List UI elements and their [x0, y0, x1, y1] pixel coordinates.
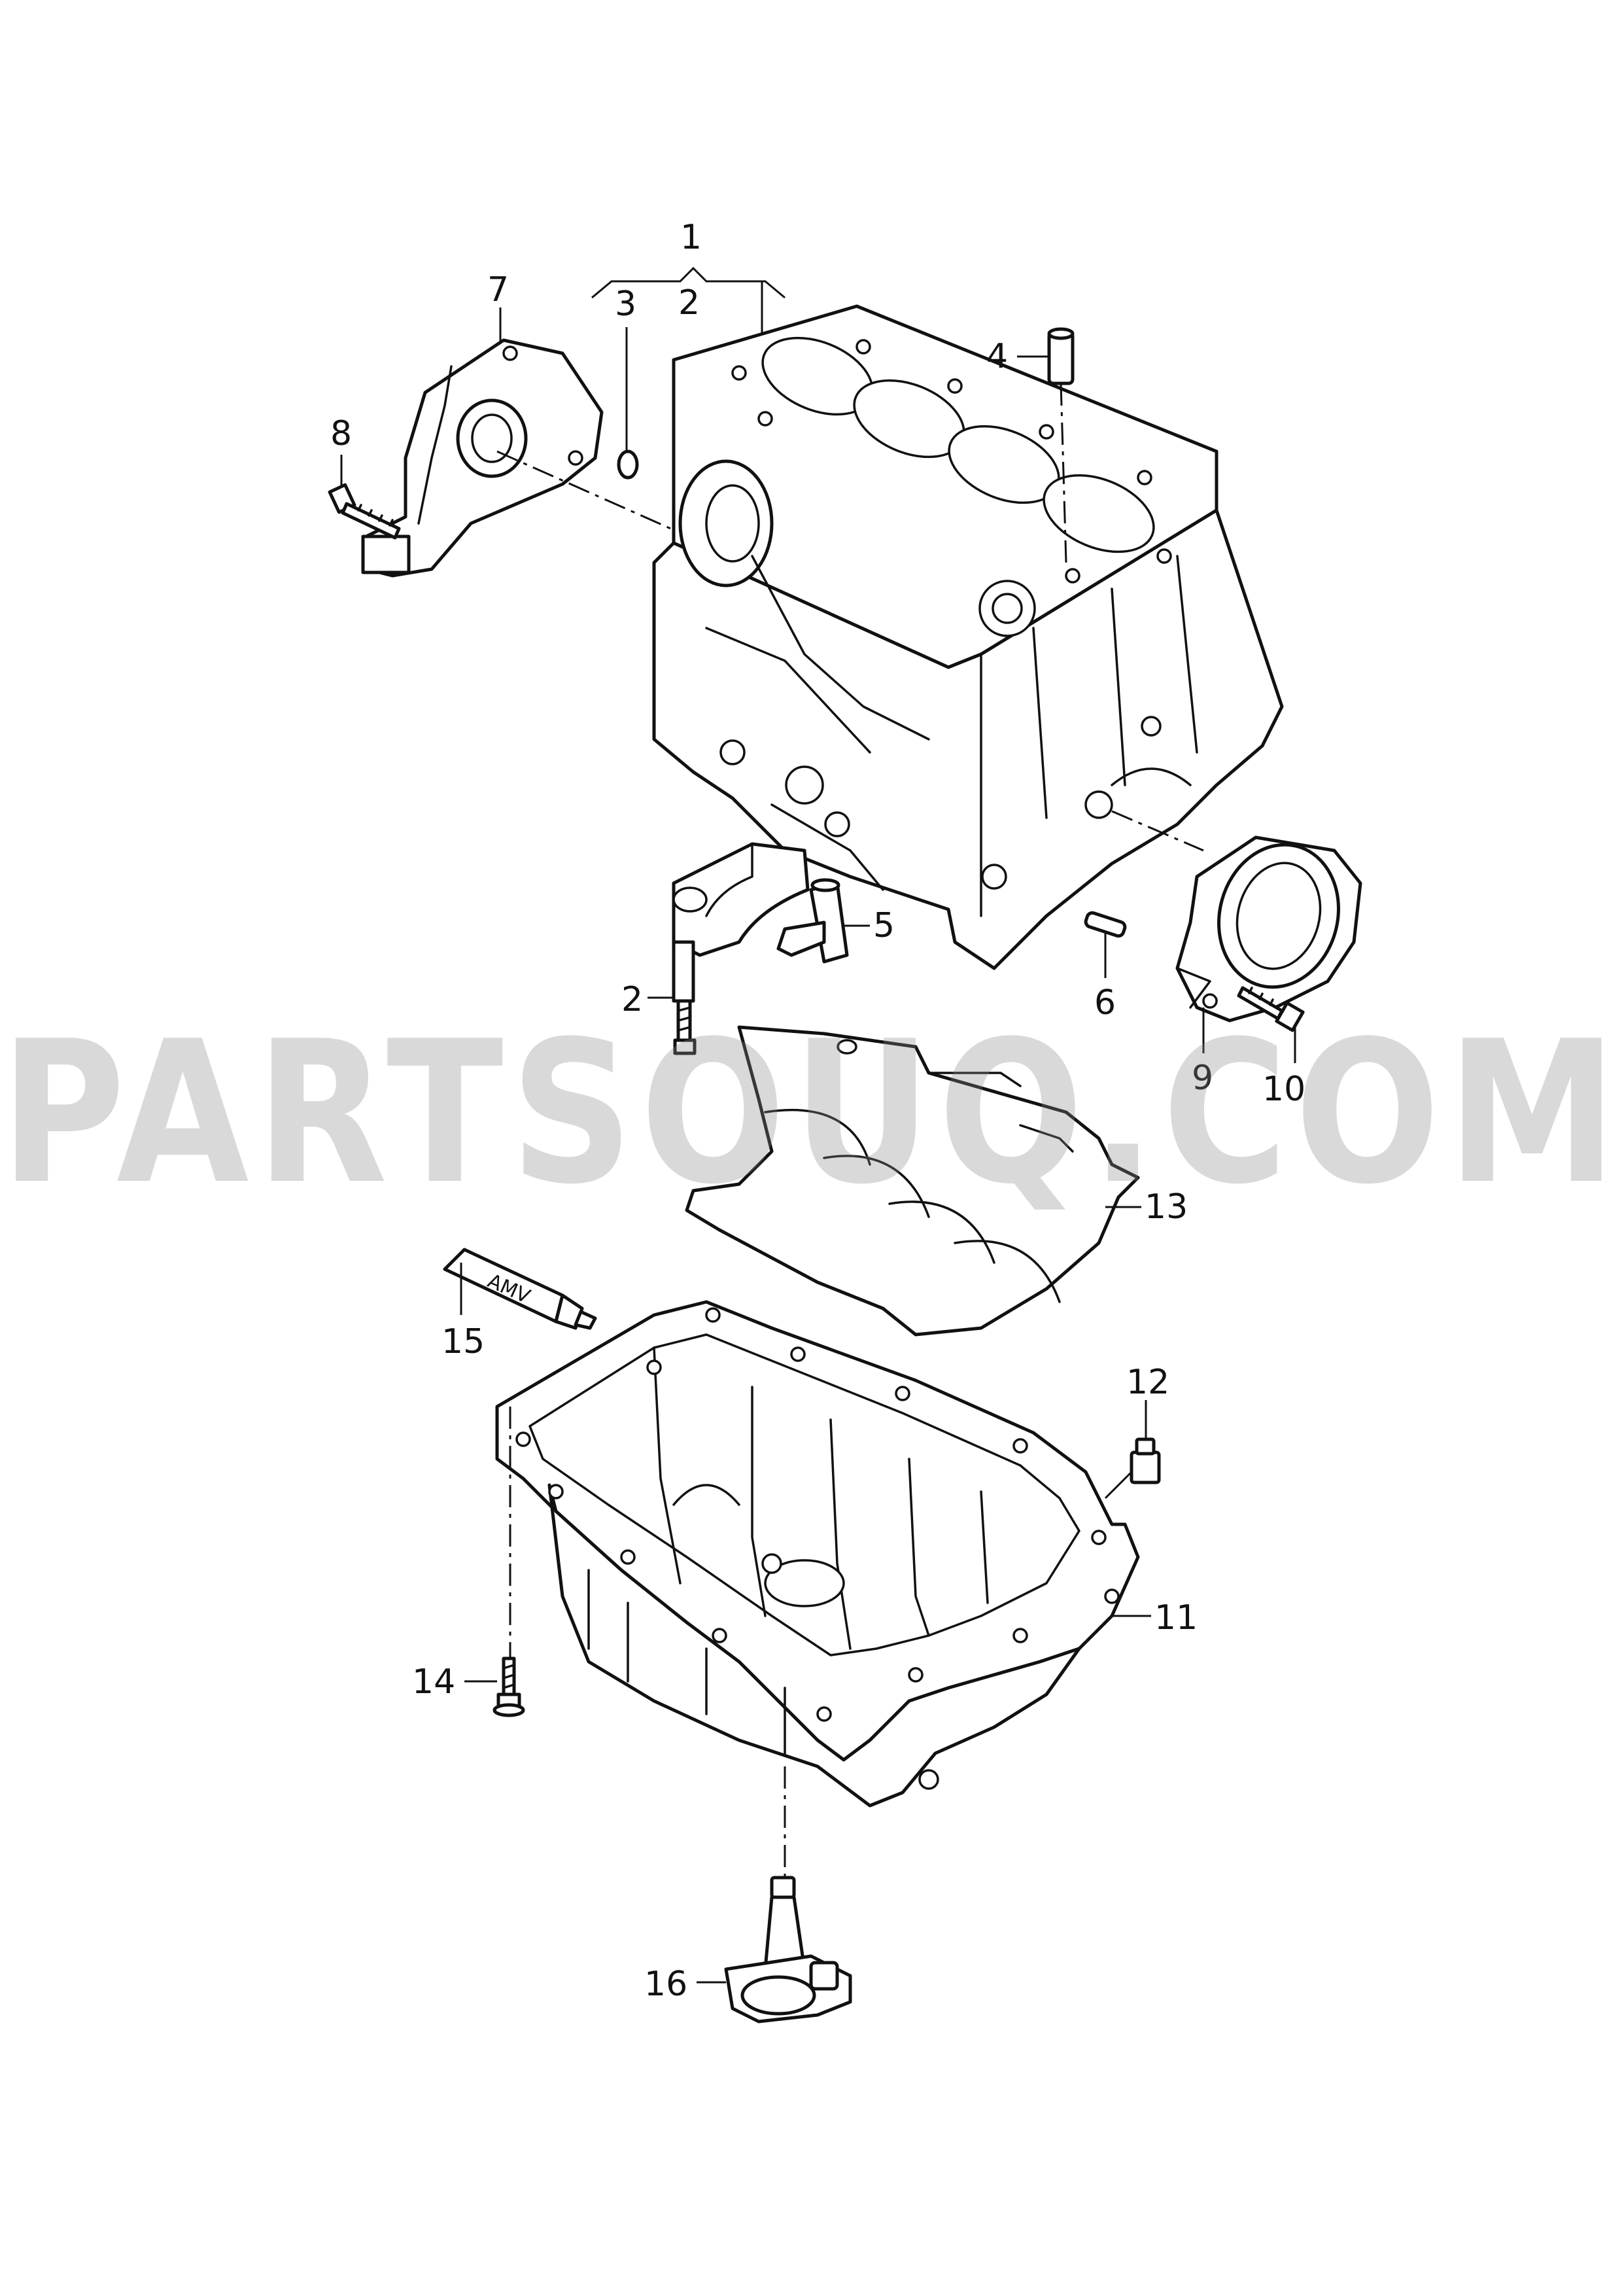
alignment-lines	[496, 383, 1204, 1878]
front-seal-flange[interactable]	[361, 338, 604, 578]
dowel-sleeve-4[interactable]	[1047, 327, 1075, 385]
callout-5: 5	[873, 906, 895, 945]
bolt-8[interactable]	[328, 483, 401, 540]
oil-pan-bolt-14[interactable]	[492, 1656, 525, 1717]
o-ring-3[interactable]	[617, 449, 639, 480]
callout-2-bolt: 2	[621, 980, 643, 1019]
callout-13: 13	[1145, 1187, 1188, 1227]
main-bearing-cap[interactable]	[672, 842, 810, 957]
callout-16: 16	[644, 1965, 687, 2004]
callout-14: 14	[412, 1662, 455, 1702]
callout-3: 3	[615, 285, 636, 324]
oil-level-sensor-16[interactable]	[724, 1876, 852, 2023]
cylinder-block[interactable]	[652, 304, 1284, 970]
callout-10: 10	[1262, 1070, 1305, 1109]
callout-labels: 1 2 3 4 5 6 7 8 9 10 11 12 13 14 15 16 2	[330, 218, 1305, 2004]
watermark-text: PARTSOUQ.COM	[0, 999, 1624, 1227]
oil-spray-jet-5[interactable]	[776, 878, 849, 964]
bearing-cap-bolt[interactable]	[672, 940, 697, 1055]
callout-8: 8	[330, 414, 352, 453]
callout-2-top: 2	[678, 283, 700, 323]
callout-6: 6	[1094, 983, 1116, 1023]
oil-pan-11[interactable]	[495, 1300, 1140, 1808]
drain-plug-12[interactable]	[1130, 1437, 1161, 1484]
callout-7: 7	[487, 270, 509, 309]
sealant-tube-15[interactable]: AMV	[443, 1248, 597, 1330]
rear-seal-flange-9[interactable]	[1175, 831, 1362, 1023]
dowel-pin-6[interactable]	[1084, 911, 1127, 938]
callout-9: 9	[1192, 1059, 1213, 1098]
callout-1: 1	[680, 218, 702, 257]
bolt-10[interactable]	[1237, 986, 1305, 1032]
baffle-plate-13[interactable]	[685, 1025, 1140, 1337]
callout-15: 15	[441, 1322, 485, 1361]
callout-11: 11	[1154, 1598, 1198, 1638]
callout-4: 4	[986, 337, 1008, 376]
callout-12: 12	[1126, 1363, 1169, 1402]
callout-leaders	[340, 266, 1296, 1984]
